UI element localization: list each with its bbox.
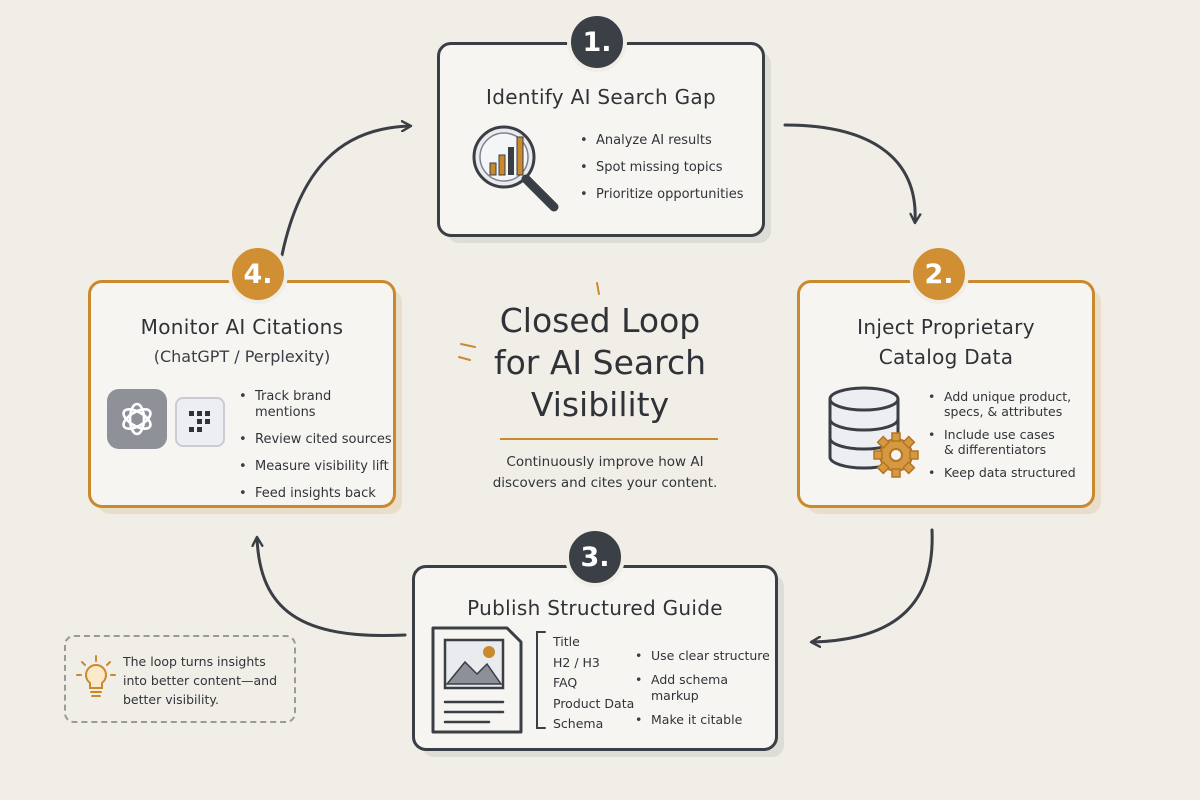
outline-bracket [536, 631, 546, 729]
list-item: Use clear structure [635, 648, 775, 664]
list-item: Feed insights back [239, 486, 393, 502]
diagram-description: Continuously improve how AI discovers an… [492, 454, 718, 491]
step-2-title-line1: Inject Proprietary [857, 315, 1035, 339]
step-4-subtitle: (ChatGPT / Perplexity) [153, 347, 331, 366]
tip-text: The loop turns insights into better cont… [123, 654, 278, 707]
arrow-3-to-4 [257, 538, 407, 638]
list-item: Add schema markup [635, 672, 775, 704]
step-1-bullets: Analyze AI results Spot missing topics P… [580, 133, 744, 214]
database-gear-icon [828, 386, 919, 478]
list-item: H2 / H3 [553, 654, 600, 670]
list-item: Analyze AI results [580, 133, 744, 149]
list-item: FAQ [553, 675, 578, 690]
step-2-card: Inject Proprietary Catalog Data Add uniq… [797, 280, 1095, 508]
chatgpt-logo-icon [107, 389, 167, 449]
list-item: Add unique product,specs, & attributes [928, 389, 1076, 419]
diagram-title-line: for AI Search [493, 343, 707, 382]
step-4-badge: 4. [228, 244, 288, 304]
list-item-line: Add unique product, [944, 389, 1072, 404]
perplexity-logo-icon [175, 397, 225, 447]
step-4-title: Monitor AI Citations [140, 315, 344, 339]
step-1-title: Identify AI Search Gap [486, 85, 716, 109]
list-item: Track brand mentions [239, 389, 393, 421]
magnifier-bar-chart-icon [472, 125, 559, 212]
step-2-title-line2: Catalog Data [878, 345, 1014, 369]
step-3-badge: 3. [565, 527, 625, 587]
list-item: Spot missing topics [580, 160, 744, 176]
list-item: Make it citable [635, 712, 775, 728]
list-item: Keep data structured [928, 465, 1076, 480]
list-item: Prioritize opportunities [580, 187, 744, 203]
list-item: Review cited sources [239, 432, 393, 448]
tip-box: The loop turns insights into better cont… [64, 635, 296, 723]
step-3-bullets: Use clear structure Add schema markup Ma… [635, 648, 775, 739]
step-3-outline: Title H2 / H3 FAQ Product Data Schema [553, 632, 634, 735]
step-4-card: Monitor AI Citations (ChatGPT / Perplexi… [88, 280, 396, 508]
list-item: Measure visibility lift [239, 459, 393, 475]
arrow-2-to-3 [812, 528, 934, 642]
step-4-bullets: Track brand mentions Review cited source… [239, 389, 393, 513]
list-item: Title [553, 634, 580, 649]
list-item-line: & differentiators [944, 442, 1047, 457]
document-image-icon [431, 626, 523, 734]
list-item: Product Data [553, 695, 635, 711]
lightbulb-icon [76, 655, 116, 697]
diagram-title: Closed Loop for AI Search Visibility [470, 300, 730, 426]
list-item: Include use cases& differentiators [928, 427, 1076, 457]
list-item-line: specs, & attributes [944, 404, 1063, 419]
title-underline [500, 438, 718, 440]
step-3-card: Publish Structured Guide Title H2 / H3 F… [412, 565, 778, 751]
step-3-title: Publish Structured Guide [467, 596, 723, 620]
list-item-line: Include use cases [944, 427, 1055, 442]
list-item-line: Keep data structured [944, 465, 1076, 480]
diagram-title-line: Closed Loop [499, 301, 701, 340]
step-1-badge: 1. [567, 12, 627, 72]
step-2-bullets: Add unique product,specs, & attributes I… [928, 389, 1076, 488]
diagram-title-line: Visibility [530, 385, 670, 424]
arrow-4-to-1 [280, 126, 410, 257]
list-item: Schema [553, 716, 604, 731]
arrow-1-to-2 [783, 123, 915, 222]
step-2-badge: 2. [909, 244, 969, 304]
